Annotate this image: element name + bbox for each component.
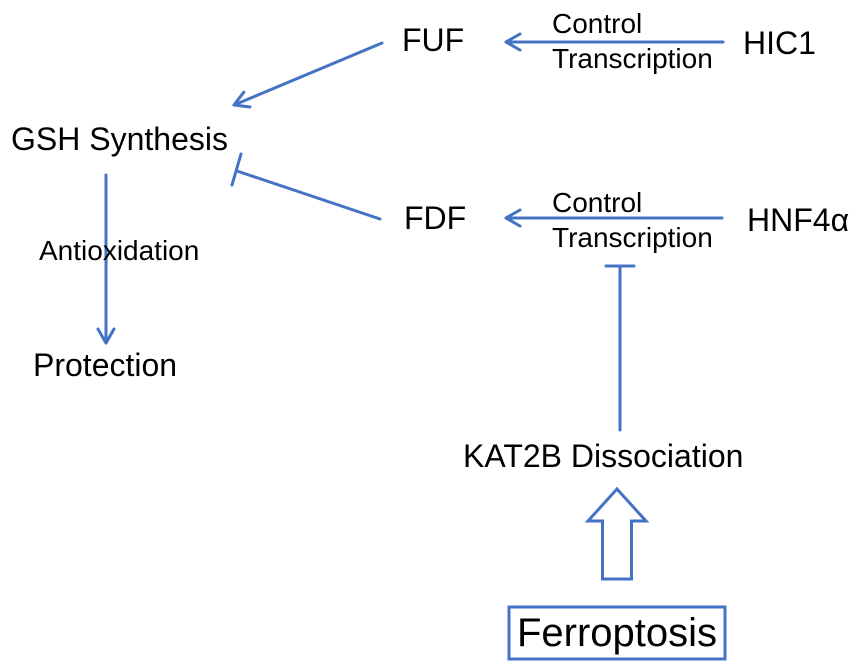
node-label-fuf: FUF — [402, 22, 465, 58]
edge-label-control-mid: Control — [552, 187, 643, 218]
ferroptosis-box — [507, 605, 727, 661]
edge-label-antioxidation: Antioxidation — [39, 235, 200, 266]
edge-label-transcription-top: Transcription — [552, 43, 713, 74]
node-label-protection: Protection — [33, 347, 178, 383]
node-label-gsh-synthesis: GSH Synthesis — [11, 121, 228, 157]
inhibition-tbar-fdf-to-gsh — [230, 152, 243, 187]
edge-label-transcription-mid: Transcription — [552, 222, 713, 253]
node-label-ferroptosis: Ferroptosis — [516, 610, 718, 655]
node-label-fdf: FDF — [404, 200, 467, 236]
node-label-hic1: HIC1 — [743, 25, 816, 61]
arrow-fuf-to-gsh — [232, 41, 384, 109]
edge-label-control-top: Control — [552, 8, 643, 39]
node-label-hnf4a: HNF4α — [747, 202, 850, 238]
block-arrow-ferroptosis-to-kat2b — [584, 486, 650, 581]
node-label-kat2b-dissociation: KAT2B Dissociation — [463, 438, 744, 474]
inhibition-line-fdf-to-gsh — [235, 169, 382, 221]
